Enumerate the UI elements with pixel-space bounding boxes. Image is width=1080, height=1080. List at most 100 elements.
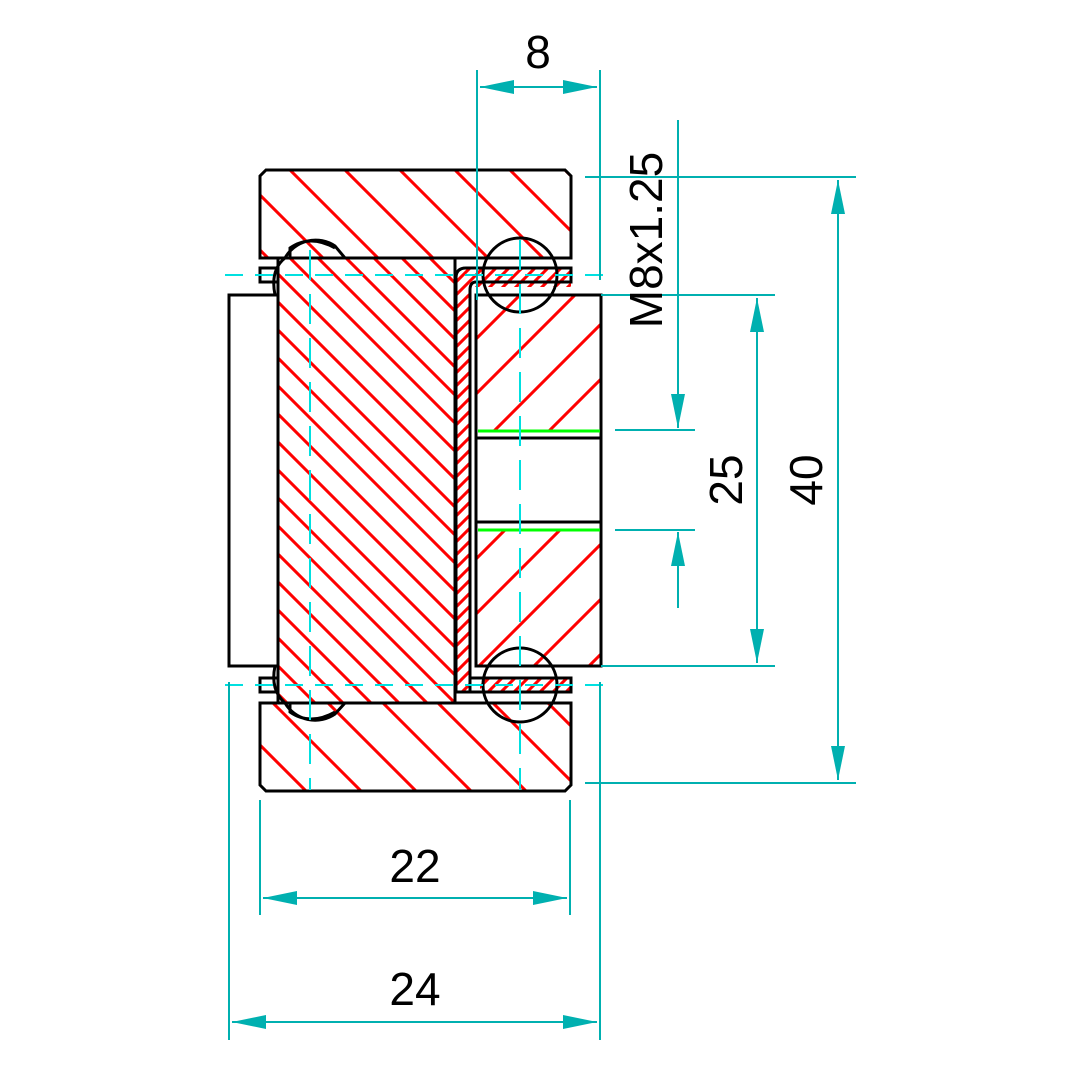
hatch-line (828, 0, 1080, 1080)
hatch-line (0, 0, 166, 1080)
hatch-line (698, 0, 1080, 1080)
hatch-line (1010, 0, 1080, 1080)
hatch-line (0, 0, 104, 1080)
hatch-line (0, 0, 384, 1080)
hatch-line (260, 703, 571, 791)
hatch-line (0, 0, 491, 1080)
hatch-line (958, 0, 1080, 1080)
hatch-line (0, 0, 320, 1080)
hatch-line (476, 530, 508, 562)
hatch-line (0, 0, 257, 1080)
hatch-line (0, 0, 100, 1080)
hatch-line (0, 0, 485, 1080)
hatch-line (399, 258, 455, 314)
hatch-line (260, 170, 571, 258)
hatch-line (260, 170, 571, 258)
hatch-line (260, 703, 571, 791)
hatch-line (0, 0, 265, 1080)
hatch-line (0, 0, 485, 1080)
hatch-line (260, 703, 571, 791)
hatch-line (456, 268, 571, 692)
hatch-line (456, 268, 571, 692)
hatch-line (260, 703, 571, 791)
hatch-line (0, 0, 45, 1080)
hatch-line (456, 268, 571, 692)
hatch-line (456, 268, 571, 692)
hatch-line (0, 0, 114, 1080)
hatch-line (393, 703, 571, 791)
hatch-line (906, 0, 1080, 1080)
hatch-line (0, 0, 300, 1080)
hatch-line (0, 0, 1037, 1080)
hatch-line (750, 0, 1080, 1080)
hatch-line (527, 268, 571, 692)
hatch-line (260, 703, 432, 791)
hatch-line (0, 0, 244, 1080)
hatch-line (0, 0, 595, 1080)
hatch-line (476, 541, 601, 666)
hatch-line (456, 268, 506, 692)
hatch-line (0, 0, 504, 1080)
hatch-line (340, 0, 1080, 1080)
hatch-line (0, 0, 608, 1080)
arrowhead (671, 394, 685, 428)
arrowhead (480, 80, 514, 94)
hatch-line (0, 0, 23, 1080)
hatch-line (0, 0, 855, 1080)
hatch-line (0, 0, 387, 1080)
hatch-line (0, 0, 100, 1080)
hatch-line (0, 0, 45, 1080)
hatch-line (0, 0, 959, 1080)
hatch-line (456, 268, 571, 692)
hatch-line (0, 0, 188, 1080)
hatch-line (0, 0, 283, 1080)
hatch-line (958, 0, 1080, 1080)
hatch-line (1055, 0, 1080, 1080)
hatch-line (763, 0, 1080, 1080)
hatch-line (0, 0, 76, 1080)
hatch-line (456, 268, 571, 692)
hatch-line (0, 0, 608, 1080)
hatch-line (620, 0, 1080, 1080)
hatch-line (0, 0, 335, 1080)
hatch-line (670, 0, 1080, 1080)
hatch-line (0, 0, 816, 1080)
hatch-line (633, 0, 1080, 1080)
centerlines (225, 240, 610, 790)
hatch-line (456, 268, 571, 692)
hatch-line (0, 0, 543, 1080)
hatch-line (919, 0, 1080, 1080)
hatch-line (0, 0, 36, 1080)
hatch-line (260, 170, 571, 258)
hatch-line (260, 170, 322, 258)
hatch-line (815, 0, 1080, 1080)
hatch-line (476, 295, 578, 397)
hatch-line (828, 0, 1080, 1080)
hatch-line (456, 268, 493, 692)
hatch-line (456, 268, 571, 692)
hatch-line (0, 0, 426, 1080)
hatch-line (547, 376, 601, 430)
hatch-line (971, 0, 1080, 1080)
hatch-line (0, 0, 205, 1080)
outlines (227, 168, 603, 793)
hatch-line (0, 0, 45, 1080)
hatch-line (711, 0, 1080, 1080)
hatch-line (880, 0, 1080, 1080)
hatch-line (0, 0, 231, 1080)
hatch-line (0, 0, 361, 1080)
hatch-line (760, 0, 1080, 1080)
hatch-line (278, 271, 455, 454)
hatch-line (0, 0, 132, 1080)
hatch-line (0, 0, 309, 1080)
hatch-line (672, 0, 1080, 1080)
hatch-line (0, 0, 127, 1080)
hatch-line (260, 170, 571, 258)
hatch-line (488, 268, 571, 692)
hatch-line (395, 0, 1080, 1080)
hatch-line (0, 0, 20, 1080)
hatch-line (0, 0, 400, 1080)
hatch-line (0, 0, 309, 1080)
hatch-line (945, 0, 1080, 1080)
